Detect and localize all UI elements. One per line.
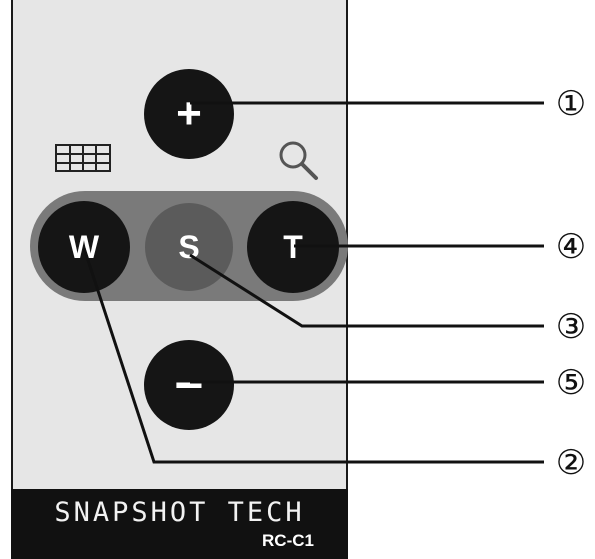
w-button[interactable]: W (38, 201, 130, 293)
s-button[interactable]: S (145, 203, 233, 291)
brand-name: SNAPSHOT TECH (54, 497, 305, 528)
minus-button[interactable]: − (144, 340, 234, 430)
callout-label-2: ② (555, 443, 587, 483)
model-name: RC-C1 (262, 531, 314, 550)
callout-label-1: ① (555, 84, 587, 124)
brand-bar (11, 489, 348, 559)
callout-line-3 (189, 253, 544, 328)
callout-label-4: ④ (555, 227, 587, 267)
plus-button[interactable]: + (144, 69, 234, 159)
callout-line-2 (82, 247, 544, 464)
grid-icon (55, 144, 111, 172)
search-icon (279, 141, 318, 180)
callout-label-5: ⑤ (555, 363, 587, 403)
callout-label-3: ③ (555, 307, 587, 347)
